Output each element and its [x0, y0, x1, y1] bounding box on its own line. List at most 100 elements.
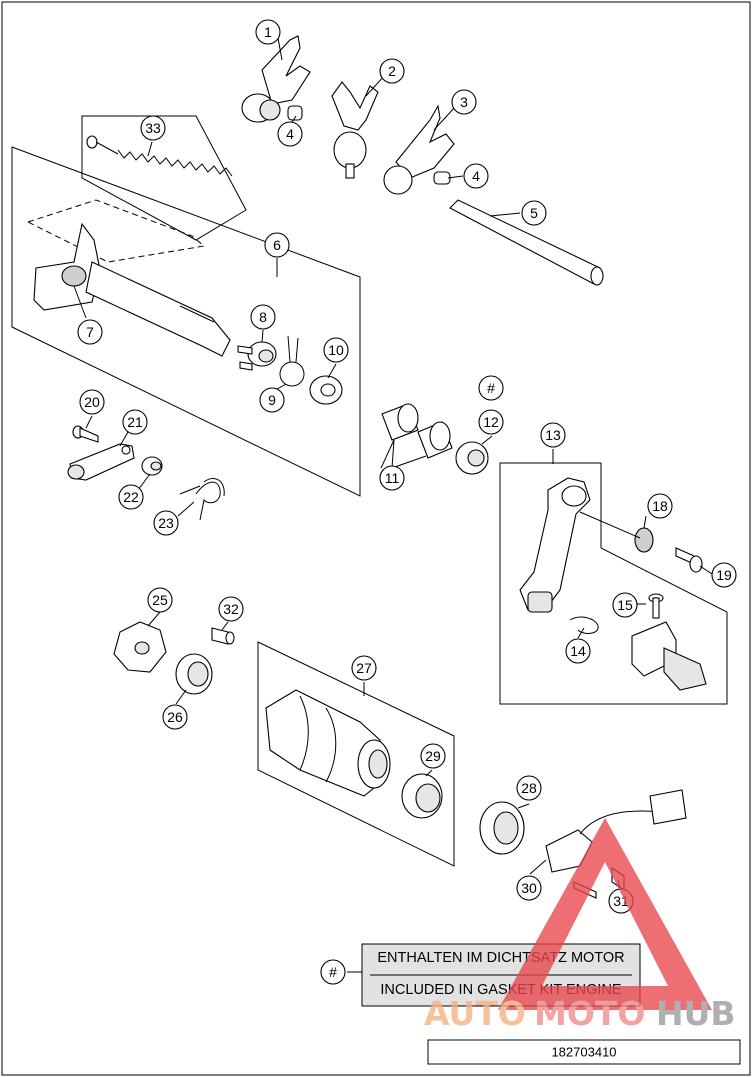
watermark-text-moto: MOTO	[534, 994, 645, 1033]
svg-text:14: 14	[570, 643, 586, 659]
watermark-text-auto: AUTO	[424, 994, 526, 1033]
leg-spring-23	[179, 478, 225, 521]
spring-group-frame	[81, 115, 247, 241]
locking-lever-21	[67, 443, 135, 481]
svg-text:26: 26	[167, 709, 183, 725]
svg-text:4: 4	[472, 168, 480, 184]
callout-hash: #	[478, 375, 504, 401]
leader-lines	[73, 37, 713, 973]
callout-18: 18	[647, 493, 673, 519]
svg-text:30: 30	[521, 880, 537, 896]
spring-9	[279, 335, 305, 387]
washer-10	[309, 375, 343, 405]
callout-5: 5	[521, 200, 547, 226]
svg-text:20: 20	[84, 394, 100, 410]
callout-22: 22	[118, 484, 144, 510]
seal-ring-28	[479, 801, 525, 855]
needle-bearing-11a	[381, 403, 419, 441]
callout-27: 27	[351, 655, 377, 681]
roller-22	[141, 456, 163, 476]
svg-text:3: 3	[460, 94, 468, 110]
svg-text:1: 1	[264, 24, 272, 40]
callout-28: 28	[516, 775, 542, 801]
washer-18	[634, 527, 654, 553]
note-symbol-circle	[320, 959, 346, 985]
gear-position-sensor-30	[545, 789, 687, 873]
callout-12: 12	[478, 409, 504, 435]
svg-text:7: 7	[86, 324, 94, 340]
callout-33: 33	[140, 115, 166, 141]
screw-32	[211, 627, 235, 645]
svg-text:22: 22	[123, 489, 139, 505]
svg-text:15: 15	[617, 597, 633, 613]
shift-lever-13	[519, 477, 591, 613]
svg-text:18: 18	[652, 498, 668, 514]
shift-fork-3	[383, 104, 455, 195]
svg-text:12: 12	[483, 414, 499, 430]
callout-26: 26	[162, 704, 188, 730]
shaft-seal-12	[455, 441, 489, 475]
guide-pin-4a	[287, 105, 303, 121]
watermark-text-hub: HUB	[656, 994, 736, 1033]
svg-text:32: 32	[223, 601, 239, 617]
screw-19	[675, 547, 703, 573]
svg-text:5: 5	[530, 205, 538, 221]
svg-text:28: 28	[521, 780, 537, 796]
spacer-8	[237, 341, 277, 371]
callout-32: 32	[218, 596, 244, 622]
pin-15	[648, 593, 664, 619]
gear-sensor-29	[401, 773, 443, 819]
svg-text:6: 6	[273, 237, 281, 253]
note-line-german: ENTHALTEN IM DICHTSATZ MOTOR	[377, 950, 624, 966]
callout-23: 23	[153, 510, 179, 536]
svg-text:23: 23	[158, 515, 174, 531]
guide-pin-4b	[433, 171, 451, 185]
clip-14	[569, 616, 599, 634]
callout-13: 13	[540, 422, 566, 448]
svg-text:11: 11	[385, 470, 400, 486]
callout-30: 30	[516, 875, 542, 901]
svg-text:2: 2	[388, 63, 396, 79]
callout-11: 11	[379, 465, 405, 491]
svg-text:25: 25	[152, 592, 168, 608]
callout-10: 10	[323, 337, 349, 363]
svg-text:21: 21	[127, 414, 143, 430]
shift-shaft-6	[33, 222, 231, 357]
watermark-triangle	[498, 818, 712, 1010]
svg-text:10: 10	[328, 342, 344, 358]
svg-text:4: 4	[286, 126, 294, 142]
bearing-26	[175, 653, 213, 695]
screw-20	[72, 425, 99, 443]
callout-4b: 4	[463, 163, 489, 189]
spring-33	[86, 135, 233, 177]
svg-text:33: 33	[145, 120, 161, 136]
callout-1: 1	[255, 19, 281, 45]
callout-15: 15	[612, 592, 638, 618]
svg-text:27: 27	[356, 660, 372, 676]
callout-2: 2	[379, 58, 405, 84]
callout-8: 8	[250, 304, 276, 330]
callout-20: 20	[79, 389, 105, 415]
shift-shaft-group-frame	[11, 146, 361, 497]
callout-7: 7	[77, 319, 103, 345]
shift-lever-group-frame	[499, 462, 728, 705]
callout-4a: 4	[277, 121, 303, 147]
shift-drum-group-frame	[257, 641, 455, 867]
svg-text:#: #	[487, 380, 495, 396]
svg-text:9: 9	[268, 392, 276, 408]
shift-fork-2	[331, 81, 379, 179]
note-symbol: #	[329, 964, 337, 980]
shift-drum-27	[265, 689, 391, 797]
callout-25: 25	[147, 587, 173, 613]
svg-text:13: 13	[545, 427, 561, 443]
needle-bearing-11b	[417, 421, 453, 459]
drawing-number: 182703410	[551, 1045, 616, 1060]
svg-text:19: 19	[716, 567, 732, 583]
callout-21: 21	[122, 409, 148, 435]
watermark-logo: AUTO MOTO HUB	[424, 818, 736, 1033]
callout-19: 19	[711, 562, 737, 588]
shift-fork-1	[241, 35, 311, 123]
